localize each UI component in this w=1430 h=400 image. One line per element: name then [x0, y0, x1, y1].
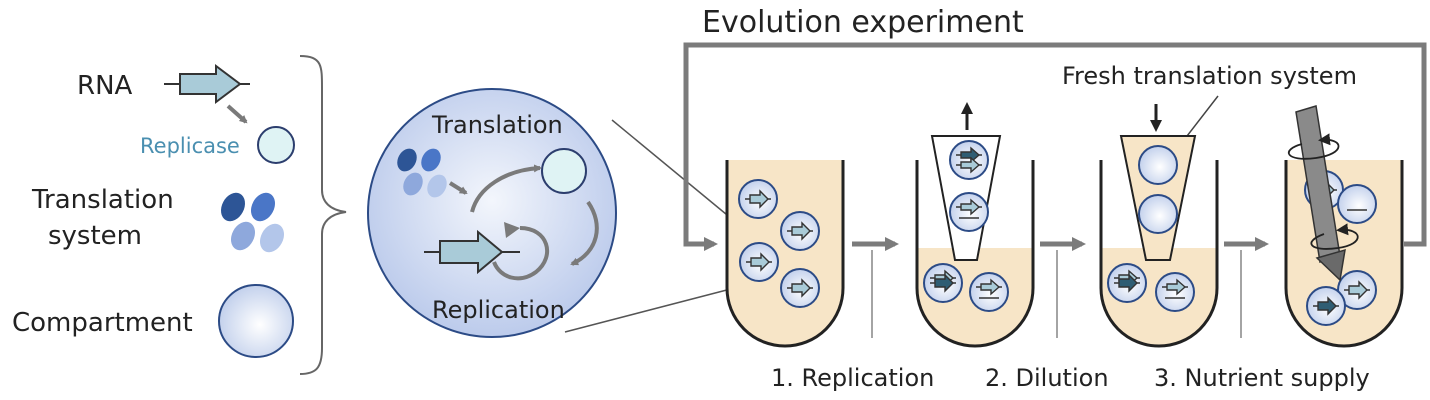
- rna-icon: [787, 278, 813, 298]
- replicase-label: Replicase: [140, 134, 240, 158]
- rna-icon: [976, 278, 1002, 296]
- protocell: Translation Replication: [367, 88, 617, 338]
- translation-system-icon: [221, 192, 284, 253]
- tube-1: [725, 160, 845, 348]
- rna-icon: [787, 221, 813, 241]
- replicase-icon: [541, 148, 587, 194]
- compartment-icon: [949, 192, 989, 232]
- compartment-icon: [1138, 194, 1178, 234]
- cycle-arrow-icon: [570, 200, 599, 266]
- compartment-icon: [218, 284, 294, 358]
- tube-4: [1284, 105, 1404, 348]
- evolution-loop-arrow: [683, 42, 1427, 251]
- rna-icon: [424, 229, 520, 275]
- compartment-icon: [923, 263, 963, 303]
- rna-icon: [956, 146, 982, 164]
- cycle-arrow-icon: [470, 164, 542, 213]
- compartment-icon: [949, 140, 989, 180]
- compartment-icon: [738, 179, 778, 219]
- tube-3: [1099, 104, 1219, 348]
- rna-icon: [1162, 278, 1188, 296]
- replicase-icon: [257, 126, 295, 164]
- rna-icon: [1344, 280, 1370, 300]
- compartment-icon: [1306, 286, 1346, 326]
- replication-process-label: Replication: [432, 296, 565, 324]
- rna-icon: [745, 189, 771, 209]
- compartment-label: Compartment: [12, 308, 193, 338]
- translation-system-label-line2: system: [48, 221, 142, 251]
- translate-arrow-icon: [448, 181, 468, 195]
- zoom-line-bottom: [564, 284, 747, 333]
- translation-process-label: Translation: [431, 111, 563, 139]
- legend: RNA Replicase Translation system Compart…: [12, 55, 347, 375]
- compartment-icon: [969, 272, 1009, 312]
- fresh-translation-system-label: Fresh translation system: [1062, 62, 1357, 90]
- step-label-nutrient-supply: 3. Nutrient supply: [1154, 364, 1370, 392]
- compartment-icon: [739, 242, 779, 282]
- rna-icon: [930, 273, 956, 293]
- rna-icon: [164, 64, 250, 104]
- tube-2: [915, 102, 1035, 348]
- grouping-brace: [299, 55, 347, 375]
- compartment-icon: [780, 268, 820, 308]
- compartment-icon: [1337, 184, 1377, 224]
- translation-system-label-line1: Translation: [31, 185, 174, 215]
- rna-icon: [956, 156, 982, 174]
- translate-arrow-icon: [226, 104, 248, 124]
- step-label-dilution: 2. Dilution: [985, 364, 1109, 392]
- experiment-title: Evolution experiment: [702, 5, 1024, 40]
- stirrer-icon: [1288, 105, 1359, 282]
- compartment-icon: [1155, 272, 1195, 312]
- replication-loop-head-icon: [504, 222, 520, 238]
- compartment-icon: [1107, 263, 1147, 303]
- replication-loop-icon: [492, 226, 550, 281]
- compartment-icon: [780, 211, 820, 251]
- rna-icon: [1313, 296, 1339, 316]
- rna-icon: [956, 198, 982, 216]
- translation-system-icon: [397, 148, 447, 198]
- rna-label: RNA: [77, 71, 133, 101]
- compartment-icon: [1138, 145, 1178, 185]
- rna-icon: [1114, 273, 1140, 293]
- rna-icon: [746, 252, 772, 272]
- step-label-replication: 1. Replication: [771, 364, 934, 392]
